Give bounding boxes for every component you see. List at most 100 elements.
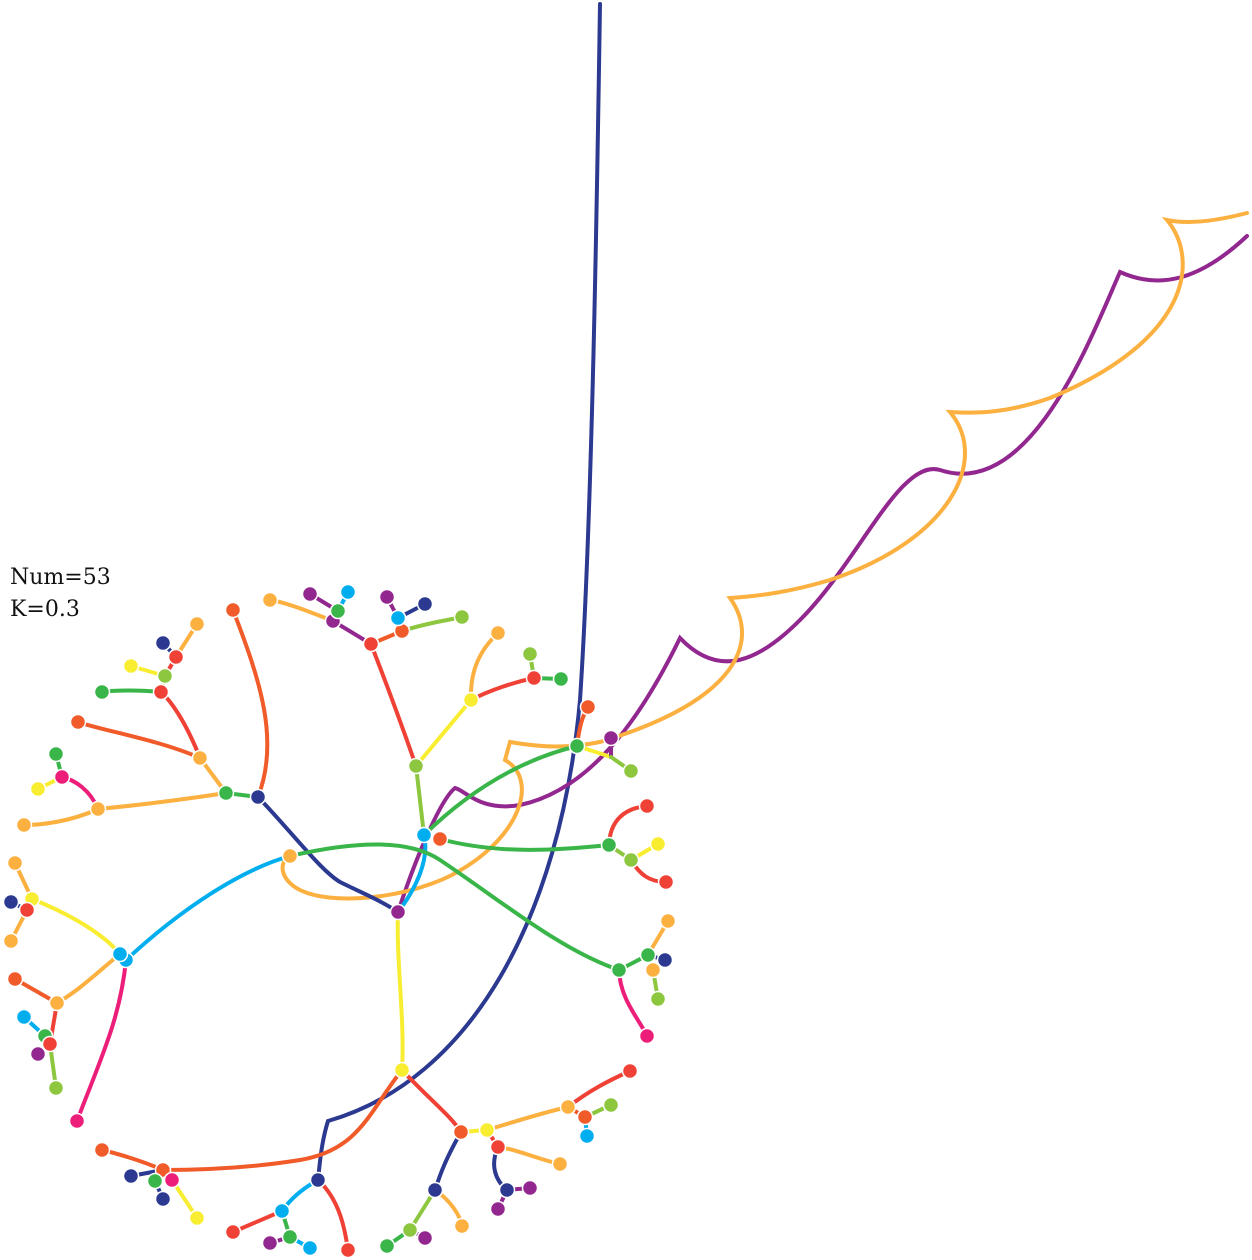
tree-node: [281, 847, 299, 865]
tree-node: [378, 1237, 396, 1255]
tree-edge: [422, 744, 579, 837]
tree-node: [453, 1217, 471, 1235]
tree-node: [15, 816, 33, 834]
tree-node: [489, 1138, 507, 1156]
tree-node: [89, 800, 107, 818]
tree-node: [416, 1229, 434, 1247]
tree-edge: [433, 1130, 463, 1192]
tree-edge: [485, 1105, 570, 1132]
tree-node: [525, 669, 543, 687]
tree-node: [659, 912, 677, 930]
tree-node: [362, 635, 380, 653]
tree-node: [68, 1112, 86, 1130]
tree-node: [644, 961, 662, 979]
tree-node: [261, 591, 279, 609]
tree-node: [489, 1200, 507, 1218]
tree-node: [393, 1061, 411, 1079]
tree-edge: [55, 952, 122, 1005]
orange-trajectory-line: [280, 211, 1249, 901]
tree-node: [416, 595, 434, 613]
tree-edge: [414, 698, 473, 768]
tree-node: [2, 932, 20, 950]
tree-edge: [231, 1209, 284, 1234]
tree-edge: [100, 688, 163, 694]
tree-edge: [316, 1178, 350, 1252]
tree-edge: [76, 720, 202, 760]
parameter-labels: Num=53 K=0.3: [10, 562, 111, 626]
tree-edge: [100, 1148, 165, 1172]
tree-node: [122, 657, 140, 675]
tree-node: [122, 1167, 140, 1185]
tree-node: [656, 951, 674, 969]
tree-node: [610, 961, 628, 979]
tree-node: [521, 645, 539, 663]
tree-node: [224, 601, 242, 619]
tree-node: [69, 713, 87, 731]
tree-edge: [400, 1068, 463, 1134]
tree-node: [188, 1209, 206, 1227]
tree-node: [273, 1202, 291, 1220]
tree-edge: [159, 690, 202, 760]
num-label: Num=53: [10, 565, 111, 590]
tree-edge: [22, 807, 100, 827]
tree-edge: [400, 615, 464, 633]
tree-node: [41, 1035, 59, 1053]
tree-node: [29, 780, 47, 798]
tree-edge: [566, 1069, 632, 1109]
tree-node: [224, 1223, 242, 1241]
tree-node: [600, 836, 618, 854]
tree-node: [638, 1027, 656, 1045]
tree-node: [111, 945, 129, 963]
tree-edge: [438, 837, 611, 852]
tree-node: [621, 1062, 639, 1080]
tree-node: [15, 1008, 33, 1026]
tree-edge: [395, 910, 405, 1072]
tree-node: [47, 1079, 65, 1097]
tree-node: [378, 588, 396, 606]
tree-node: [401, 1221, 419, 1239]
tree-node: [301, 585, 319, 603]
tree-node: [578, 1127, 596, 1145]
tree-node: [551, 1155, 569, 1173]
tree-edge: [231, 608, 270, 799]
tree-node: [568, 737, 586, 755]
tree-node: [638, 797, 656, 815]
tree-node: [93, 1141, 111, 1159]
tree-node: [415, 826, 433, 844]
tree-edge: [124, 854, 292, 962]
tree-node: [462, 691, 480, 709]
tree-node: [154, 634, 172, 652]
tree-edge: [617, 968, 649, 1038]
tree-edge: [256, 795, 400, 914]
tree-edge: [30, 897, 122, 956]
tree-node: [498, 1181, 516, 1199]
tree-node: [559, 1098, 577, 1116]
tree-node: [163, 1171, 181, 1189]
tree-node: [602, 729, 620, 747]
tree-node: [521, 1179, 539, 1197]
tree-node: [639, 946, 657, 964]
tree-node: [552, 670, 570, 688]
tree-edge: [288, 842, 621, 972]
tree-node: [452, 1123, 470, 1141]
tree-node: [453, 608, 471, 626]
tree-node: [329, 602, 347, 620]
tree-edge: [469, 676, 536, 702]
tree-edge: [496, 1145, 562, 1166]
tree-node: [407, 757, 425, 775]
tree-node: [389, 609, 407, 627]
tree-node: [154, 1190, 172, 1208]
k-label: K=0.3: [10, 597, 80, 622]
tree-node: [261, 1234, 279, 1252]
tree-node: [649, 835, 667, 853]
tree-node: [339, 583, 357, 601]
tree-edge: [75, 958, 128, 1123]
tree-node: [188, 615, 206, 633]
tree-node: [146, 1172, 164, 1190]
tree-edge: [369, 642, 418, 768]
tree-node: [48, 994, 66, 1012]
tree-node: [426, 1181, 444, 1199]
tree-node: [489, 624, 507, 642]
tree-node: [602, 1096, 620, 1114]
